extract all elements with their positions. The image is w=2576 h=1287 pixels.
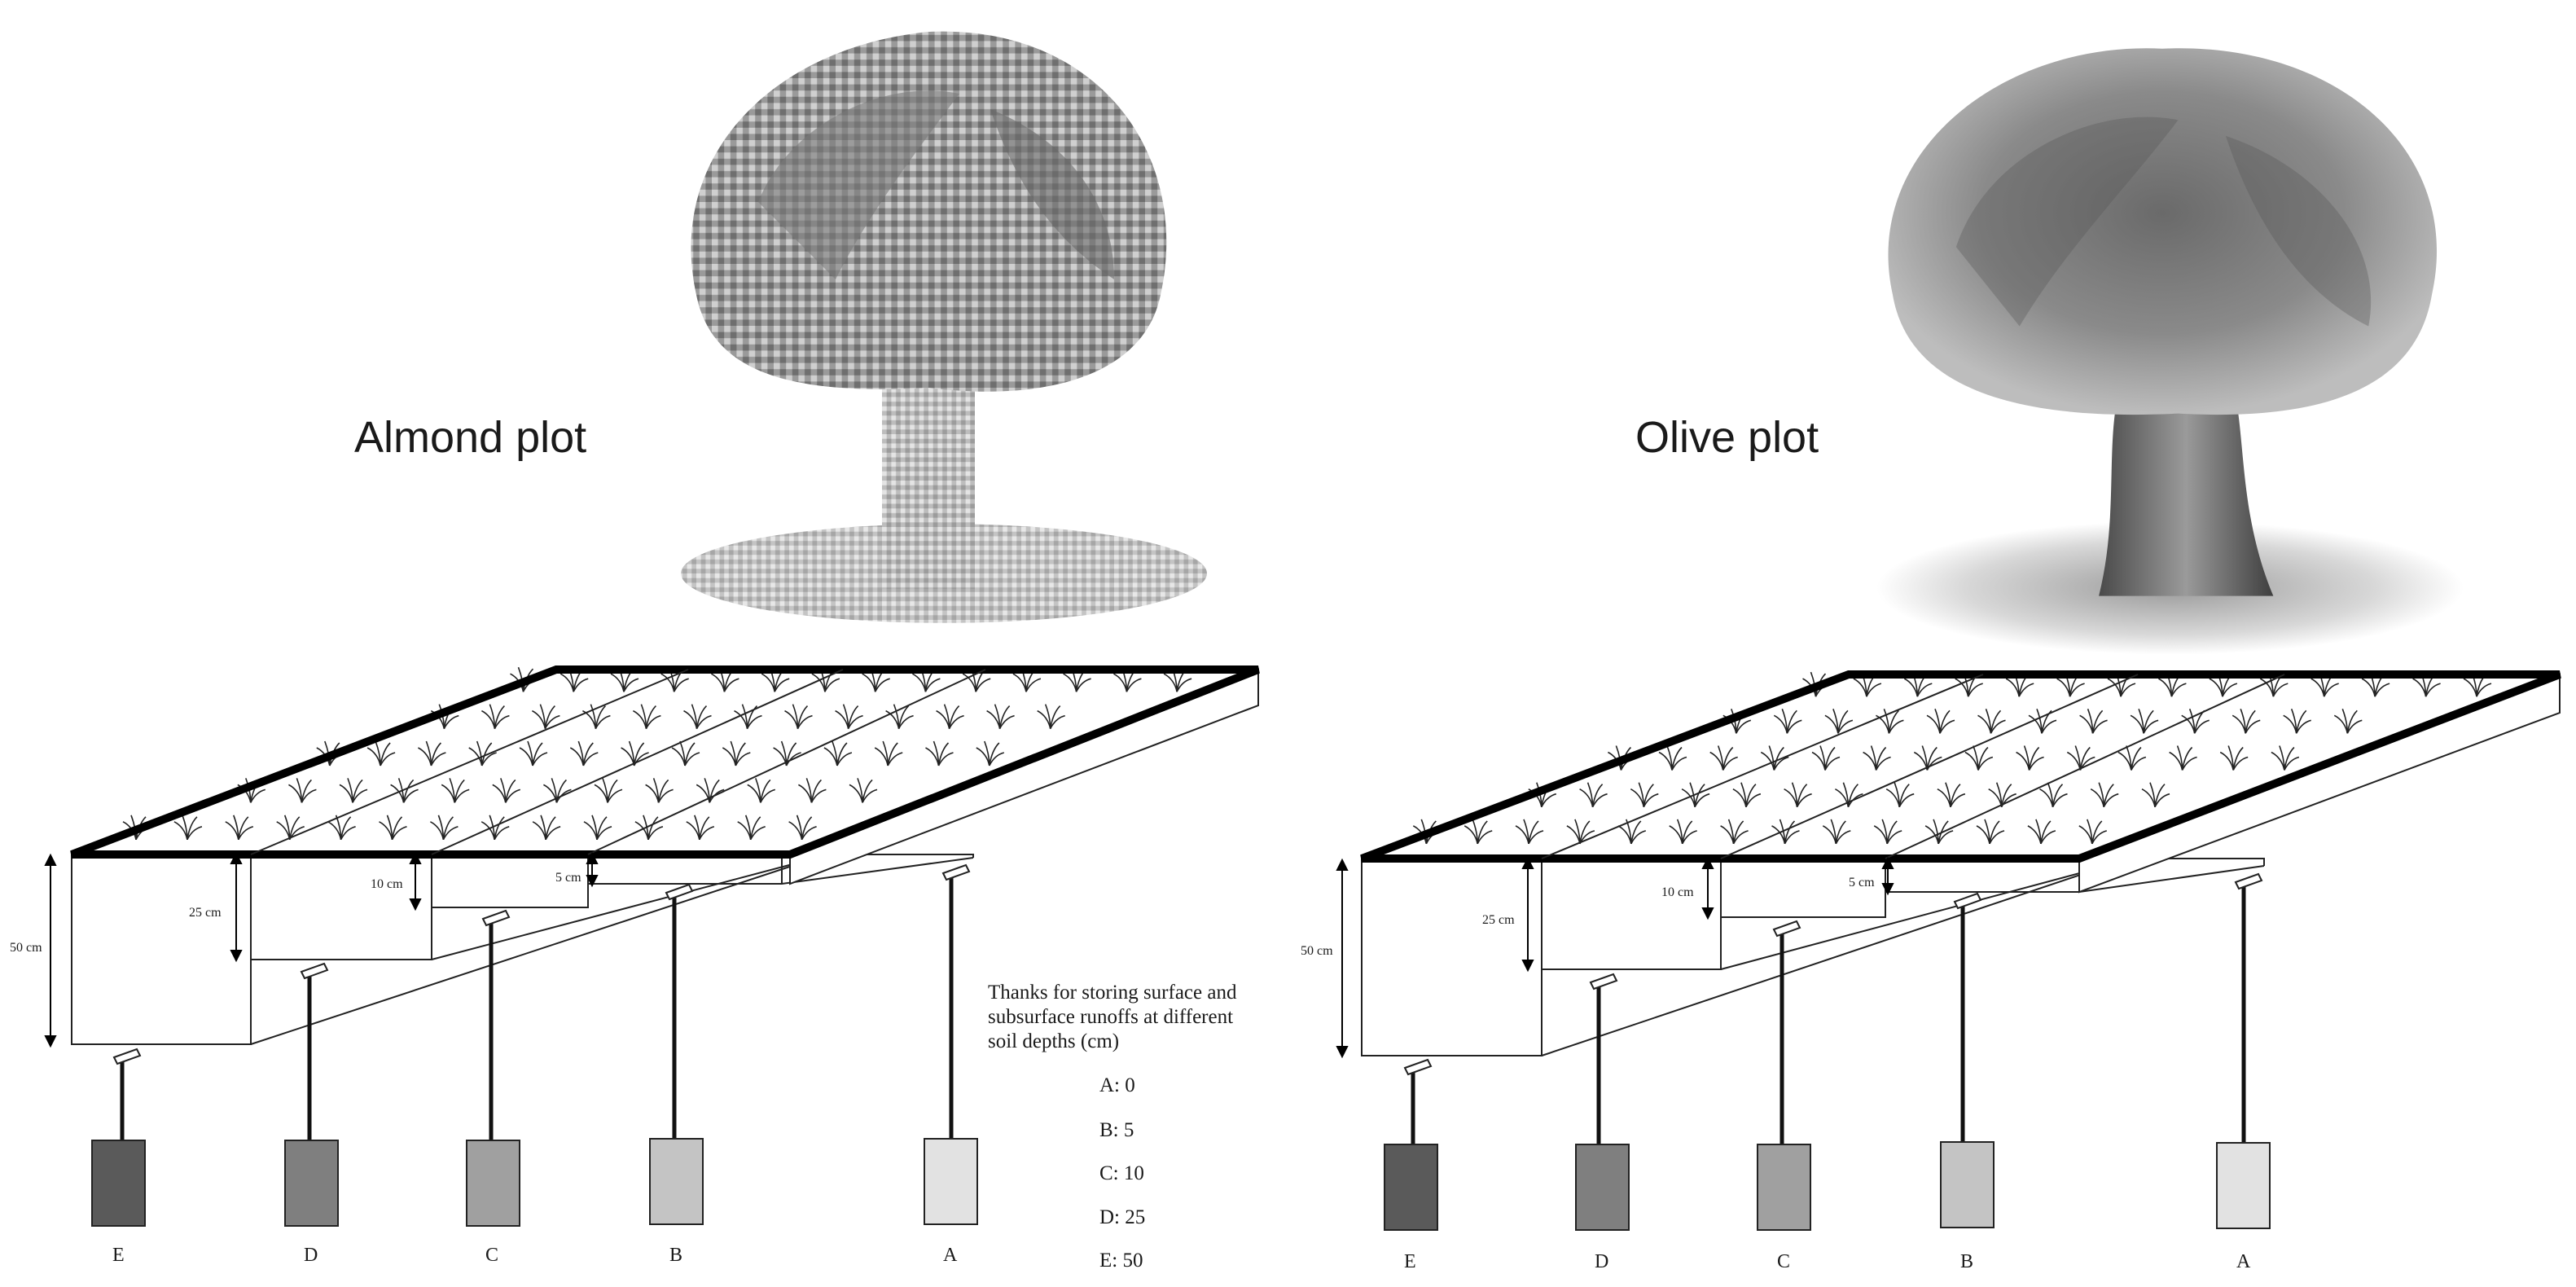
- tank-label-c: C: [1777, 1251, 1790, 1272]
- legend-item-c: C: 10: [1099, 1162, 1144, 1184]
- depth-label-5: 5 cm: [1849, 876, 1875, 889]
- almond-tree-illustration: [681, 31, 1207, 623]
- tank-d: [1575, 1144, 1630, 1231]
- depth-label-50: 50 cm: [10, 941, 42, 955]
- depth-label-50: 50 cm: [1301, 944, 1333, 958]
- depth-label-25: 25 cm: [189, 906, 222, 920]
- plot-border: [70, 665, 1260, 859]
- soil-block: [71, 668, 1259, 1045]
- pipe-outlets: [1403, 872, 2263, 1076]
- legend-description-line-2: subsurface runoffs at different: [988, 1006, 1233, 1028]
- legend: Thanks for storing surface and subsurfac…: [988, 982, 1237, 1272]
- depth-label-10: 10 cm: [371, 877, 403, 891]
- legend-description-line-3: soil depths (cm): [988, 1030, 1119, 1052]
- depth-label-10: 10 cm: [1661, 885, 1694, 899]
- almond-plot-diagram: Almond plot: [10, 31, 1260, 1266]
- furrows: [250, 669, 986, 855]
- pipe-outlets: [112, 863, 971, 1065]
- plot-title: Almond plot: [354, 413, 586, 462]
- plot-title: Olive plot: [1635, 413, 1819, 462]
- tank-label-c: C: [485, 1245, 498, 1266]
- plot-surface: [1362, 674, 2560, 859]
- tank-d: [284, 1140, 339, 1227]
- tank-c: [466, 1140, 520, 1227]
- tank-e: [91, 1140, 146, 1227]
- depth-dimension-arrows: [44, 851, 599, 1048]
- tank-a: [924, 1138, 978, 1225]
- plot-border: [1360, 670, 2561, 863]
- tank-label-d: D: [1595, 1251, 1608, 1272]
- tank-label-b: B: [669, 1245, 682, 1266]
- legend-item-b: B: 5: [1099, 1119, 1134, 1141]
- depth-dimension-arrows: [1336, 856, 1894, 1059]
- drain-pipes: [1411, 880, 2246, 1144]
- legend-item-d: D: 25: [1099, 1206, 1145, 1228]
- tank-e: [1384, 1144, 1438, 1231]
- furrows: [1541, 674, 2285, 859]
- tank-label-e: E: [112, 1245, 125, 1266]
- legend-item-e: E: 50: [1099, 1250, 1143, 1272]
- depth-label-25: 25 cm: [1482, 913, 1515, 927]
- collection-tanks: [91, 1138, 978, 1227]
- tank-label-b: B: [1960, 1251, 1973, 1272]
- tank-label-d: D: [304, 1245, 318, 1266]
- olive-tree-illustration: [1876, 48, 2464, 655]
- tank-label-a: A: [943, 1245, 958, 1266]
- tank-b: [649, 1138, 704, 1225]
- legend-item-a: A: 0: [1099, 1074, 1135, 1096]
- drain-pipes: [120, 870, 954, 1140]
- tank-label-a: A: [2236, 1251, 2251, 1272]
- legend-description-line-1: Thanks for storing surface and: [988, 982, 1237, 1004]
- olive-plot-diagram: Olive plot 50 cm 25 cm 10 cm: [1301, 48, 2561, 1272]
- tank-c: [1757, 1144, 1811, 1231]
- tank-b: [1940, 1141, 1995, 1228]
- tank-label-e: E: [1404, 1251, 1416, 1272]
- tank-a: [2216, 1142, 2271, 1229]
- collection-tanks: [1384, 1141, 2271, 1231]
- depth-label-5: 5 cm: [555, 871, 581, 885]
